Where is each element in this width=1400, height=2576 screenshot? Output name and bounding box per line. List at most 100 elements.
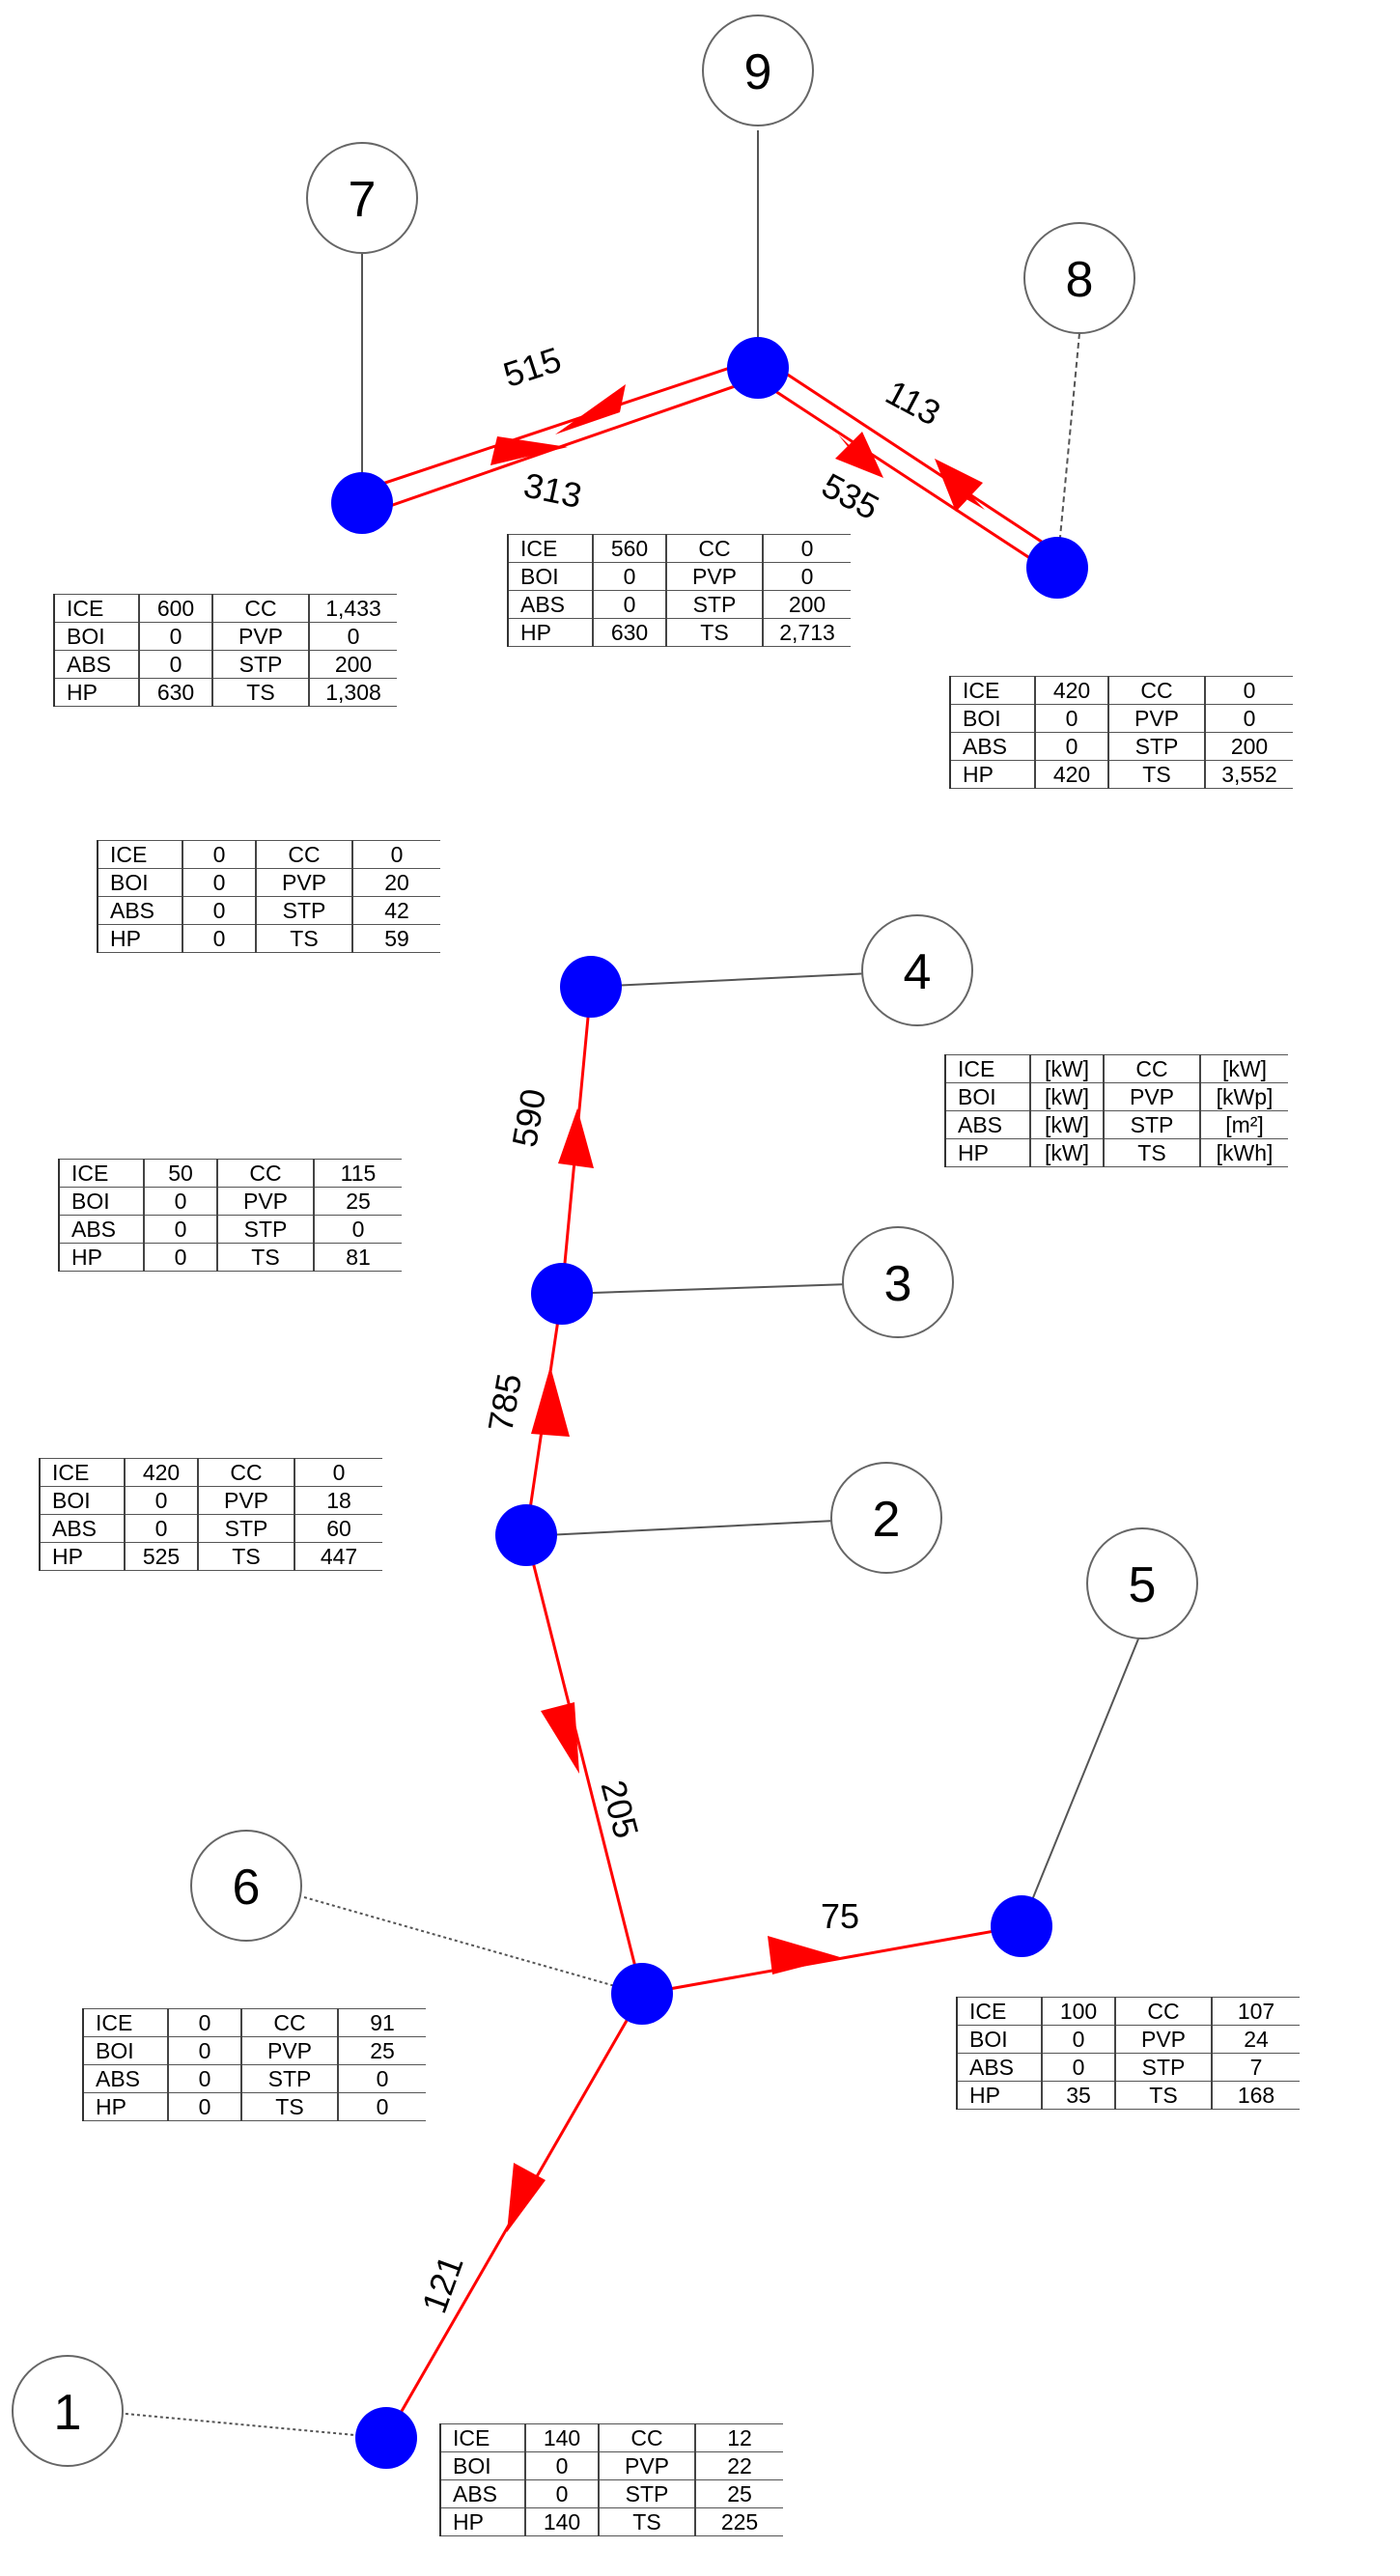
arrow-313 (490, 436, 568, 465)
table-cell-value: 200 (763, 590, 851, 619)
junction-hub (611, 1963, 673, 2025)
table-cell-key: ICE (507, 534, 594, 563)
table-cell-key: HP (944, 1138, 1031, 1167)
table-cell-key: ICE (944, 1054, 1031, 1083)
table-cell-value: 0 (593, 590, 667, 619)
table-cell-value: 0 (1205, 676, 1293, 705)
table-cell-key: HP (39, 1542, 126, 1571)
node-circle-3 (842, 1226, 954, 1338)
node-label-2: 2 (873, 1492, 901, 1548)
table-cell-value: 0 (294, 1458, 382, 1487)
table-cell-value: 140 (525, 2423, 600, 2452)
table-cell-value: 200 (1205, 732, 1293, 761)
junction-7 (331, 472, 393, 534)
table-cell-value: 420 (125, 1458, 199, 1487)
table-cell-key: HP (97, 924, 183, 953)
table-cell-key: STP (1115, 2053, 1213, 2082)
table-cell-key: BOI (39, 1486, 126, 1515)
arrow-590 (558, 1108, 594, 1168)
arrow-75 (768, 1936, 840, 1974)
table-cell-key: STP (256, 896, 353, 925)
table-cell-value: 0 (144, 1215, 218, 1244)
table-cell-value: 81 (314, 1243, 402, 1272)
flow-label-113: 113 (880, 372, 947, 433)
table-cell-value: 25 (314, 1187, 402, 1216)
table-cell-value: 0 (1042, 2025, 1116, 2054)
table-cell-value: 0 (1035, 704, 1109, 733)
table-cell-value: 24 (1212, 2025, 1300, 2054)
junction-5 (991, 1895, 1052, 1957)
table-cell-value: 420 (1035, 760, 1109, 789)
table-cell-value: 447 (294, 1542, 382, 1571)
table-cell-value: 0 (168, 2008, 242, 2037)
table-cell-key: PVP (241, 2036, 339, 2065)
arrow-205 (541, 1702, 579, 1774)
table-cell-value: 35 (1042, 2081, 1116, 2110)
table-cell-key: STP (241, 2064, 339, 2093)
table-cell-value: 0 (182, 896, 257, 925)
table-cell-key: BOI (439, 2451, 526, 2480)
table-cell-key: ABS (97, 896, 183, 925)
pipe-9-7-b (364, 375, 764, 517)
table-cell-value: 630 (593, 618, 667, 647)
table-cell-key: CC (212, 594, 310, 623)
pipe-2-hub (524, 1534, 644, 1995)
junctions (331, 337, 1088, 2469)
table-cell-key: STP (212, 650, 310, 679)
table-cell-key: BOI (58, 1187, 145, 1216)
table-cell-value: 0 (1035, 732, 1109, 761)
node-labels: 7 9 8 4 3 2 5 6 1 (54, 44, 1157, 2441)
table-cell-value: [kWh] (1200, 1138, 1288, 1167)
table-cell-key: BOI (53, 622, 140, 651)
table-cell-value: 0 (1042, 2053, 1116, 2082)
table-cell-value: 0 (525, 2451, 600, 2480)
table-cell-key: TS (241, 2092, 339, 2121)
pipe-9-8-a (765, 358, 1063, 557)
table-cell-key: ICE (58, 1159, 145, 1188)
table-cell-key: HP (439, 2507, 526, 2536)
table-cell-key: CC (241, 2008, 339, 2037)
table-cell-key: CC (1104, 1054, 1201, 1083)
table-cell-value: [kW] (1030, 1054, 1105, 1083)
table-row: ABS[kW]STP[m²] (944, 1110, 1288, 1139)
table-cell-key: HP (956, 2081, 1043, 2110)
table-cell-key: PVP (217, 1187, 315, 1216)
table-cell-key: CC (1115, 1997, 1213, 2026)
table-cell-value: 0 (168, 2092, 242, 2121)
table-cell-value: [kWp] (1200, 1082, 1288, 1111)
table-cell-key: ABS (439, 2479, 526, 2508)
table-cell-key: ABS (956, 2053, 1043, 2082)
table-cell-key: BOI (944, 1082, 1031, 1111)
table-cell-key: TS (1115, 2081, 1213, 2110)
table-cell-value: 0 (338, 2064, 426, 2093)
node-circle-5 (1086, 1527, 1198, 1639)
node-circle-8 (1023, 222, 1135, 334)
node-circle-1 (12, 2355, 124, 2467)
node-circles (12, 14, 1198, 2467)
table-cell-key: ABS (82, 2064, 169, 2093)
table-cell-value: 0 (144, 1243, 218, 1272)
table-cell-key: TS (198, 1542, 295, 1571)
table-cell-key: TS (256, 924, 353, 953)
table-units-legend: ICE[kW]CC[kW]BOI[kW]PVP[kWp]ABS[kW]STP[m… (944, 1054, 1288, 1167)
table-cell-value: 3,552 (1205, 760, 1293, 789)
table-cell-key: PVP (1108, 704, 1206, 733)
